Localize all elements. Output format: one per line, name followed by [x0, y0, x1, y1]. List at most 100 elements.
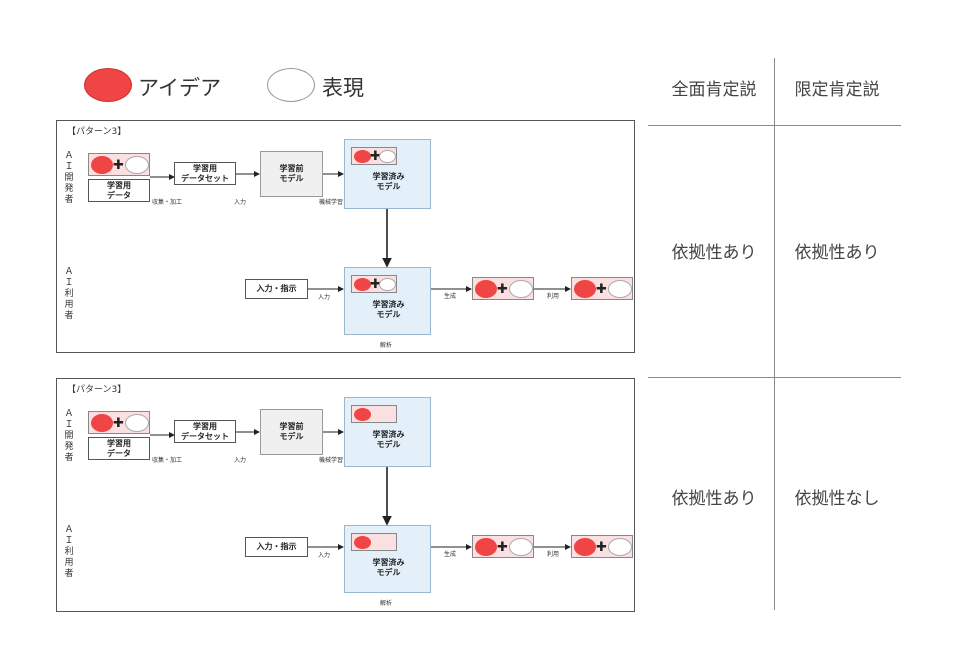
pre-model-box: 学習前モデル: [260, 409, 323, 455]
use-label: 利用: [547, 551, 560, 558]
trained-model-user-label: 学習済み モデル: [372, 558, 405, 577]
use-label: 利用: [547, 293, 560, 300]
training-data-box-line: 学習用: [107, 438, 131, 448]
input-label: 入力: [234, 199, 247, 206]
user-label-char: 者: [64, 311, 74, 321]
model-content-pair: ✚: [351, 275, 397, 293]
idea-legend-label: アイデア: [138, 76, 221, 100]
model-content-pair: [351, 533, 397, 551]
dataset-box: 学習用データセット: [174, 420, 236, 443]
trained-model-box: 学習済み モデル: [344, 397, 431, 467]
idea-icon: [91, 414, 113, 432]
table-cell: 依拠性あり: [794, 243, 880, 263]
pre-model-box-line: モデル: [279, 432, 304, 441]
idea-icon: [354, 536, 371, 549]
idea-icon: [91, 156, 113, 174]
pre-model-box: 学習前モデル: [260, 151, 323, 197]
expression-legend-icon: [267, 68, 315, 102]
table-header-limited-affirm: 限定肯定説: [794, 80, 880, 100]
plus-icon: ✚: [113, 416, 124, 431]
idea-icon: [475, 280, 497, 298]
table-cell: 依拠性あり: [671, 489, 757, 509]
table-row-divider: [648, 377, 901, 378]
used-output-pair: ✚: [571, 277, 633, 300]
trained-model-label: 学習済み モデル: [372, 430, 405, 449]
idea-icon: [475, 538, 497, 556]
instruction-box-line: 入力・指示: [256, 284, 297, 293]
analysis-label: 解析: [380, 600, 393, 607]
expression-icon: [125, 156, 149, 174]
table-cell: 依拠性なし: [794, 489, 880, 509]
dataset-box: 学習用データセット: [174, 162, 236, 185]
panel-title: 【パターン3】: [67, 127, 127, 137]
generate-label: 生成: [444, 293, 457, 300]
developer-label-char: Ａ: [64, 151, 74, 161]
expression-icon: [379, 278, 396, 291]
expression-icon: [379, 150, 396, 163]
user-label-char: 用: [64, 300, 74, 310]
plus-icon: ✚: [497, 282, 508, 297]
developer-label-char: 発: [64, 184, 74, 194]
user-label-char: 者: [64, 569, 74, 579]
training-data-box-line: 学習用: [107, 180, 131, 190]
pre-model-box-line: 学習前: [279, 164, 304, 173]
plus-icon: ✚: [596, 540, 607, 555]
idea-icon: [574, 538, 596, 556]
expression-icon: [509, 280, 533, 298]
developer-label-char: Ｉ: [64, 420, 74, 430]
training-data-box: 学習用データ: [88, 437, 150, 460]
user-label-char: Ｉ: [64, 278, 74, 288]
machine-learning-label: 機械学習: [319, 199, 344, 206]
plus-icon: ✚: [370, 277, 381, 292]
user-label-char: Ａ: [64, 525, 74, 535]
instruction-box-line: 入力・指示: [256, 542, 297, 551]
instruction-box: 入力・指示: [245, 537, 308, 557]
idea-icon: [354, 408, 371, 421]
user-label-char: 利: [64, 547, 74, 557]
trained-model-label: 学習済み モデル: [372, 172, 405, 191]
flow-arrows: [150, 429, 571, 550]
plus-icon: ✚: [596, 282, 607, 297]
plus-icon: ✚: [113, 158, 124, 173]
generate-label: 生成: [444, 551, 457, 558]
trained-model-user-label: 学習済み モデル: [372, 300, 405, 319]
developer-label-char: 開: [64, 431, 74, 441]
input-label-2: 入力: [318, 294, 331, 301]
table-header-divider: [648, 125, 901, 126]
training-data-box: 学習用データ: [88, 179, 150, 202]
generated-output-pair: ✚: [472, 277, 534, 300]
training-data-box-line: データ: [107, 190, 131, 200]
model-content-pair: [351, 405, 397, 423]
expression-icon: [509, 538, 533, 556]
expression-icon: [125, 414, 149, 432]
user-label-char: Ａ: [64, 267, 74, 277]
developer-label-char: Ａ: [64, 409, 74, 419]
panel-title: 【パターン3】: [67, 385, 127, 395]
developer-label-char: 者: [64, 453, 74, 463]
idea-icon: [354, 150, 371, 163]
training-data-box-line: データ: [107, 448, 131, 458]
dataset-box-line: 学習用: [193, 163, 217, 173]
dataset-box-line: 学習用: [193, 421, 217, 431]
training-data-pair: ✚: [88, 153, 150, 176]
instruction-box: 入力・指示: [245, 279, 308, 299]
machine-learning-label: 機械学習: [319, 457, 344, 464]
generated-output-pair: ✚: [472, 535, 534, 558]
table-header-full-affirm: 全面肯定説: [671, 80, 757, 100]
trained-model-box: ✚ 学習済み モデル: [344, 139, 431, 209]
analysis-label: 解析: [380, 342, 393, 349]
model-content-pair: ✚: [351, 147, 397, 165]
developer-label-char: Ｉ: [64, 162, 74, 172]
dataset-box-line: データセット: [181, 173, 229, 183]
expression-icon: [608, 280, 632, 298]
user-label-char: 用: [64, 558, 74, 568]
plus-icon: ✚: [370, 149, 381, 164]
idea-icon: [354, 278, 371, 291]
plus-icon: ✚: [497, 540, 508, 555]
